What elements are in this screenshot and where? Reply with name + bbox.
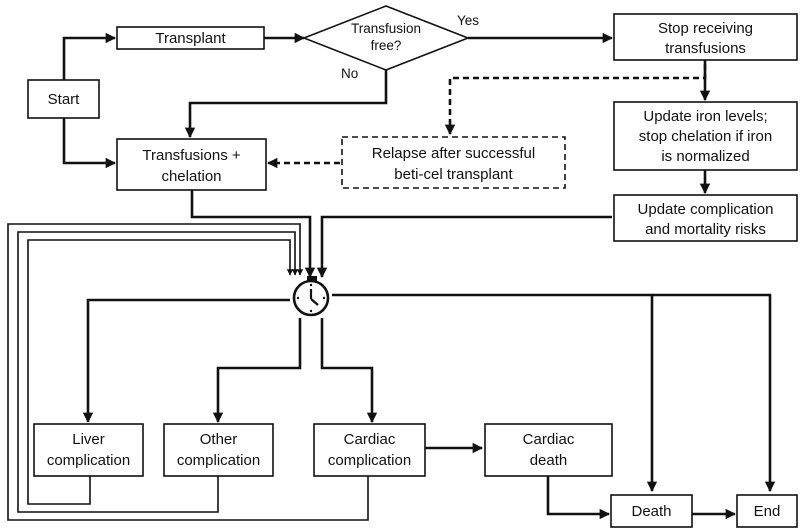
cardiac-line2: complication [328, 452, 411, 469]
chelation-line1: Transfusions + [142, 147, 240, 164]
transfusions-chelation-node: Transfusions + chelation [116, 138, 267, 191]
liver-line1: Liver [72, 431, 105, 448]
edge-cardiac-feedback [7, 223, 369, 521]
cardiac-death-line1: Cardiac [523, 431, 575, 448]
decision-label-line2: free? [371, 38, 402, 53]
edge-start-chelation [62, 118, 117, 169]
edge-timer-cardiac [320, 318, 378, 424]
edge-stop-relapse [444, 64, 707, 136]
transplant-label: Transplant [155, 30, 226, 47]
relapse-line1: Relapse after successful [372, 145, 535, 162]
update-iron-line1: Update iron levels; [643, 108, 767, 125]
other-line2: complication [177, 452, 260, 469]
update-iron-line2: stop chelation if iron [639, 128, 772, 145]
death-node: Death [610, 494, 693, 528]
cardiac-death-line2: death [530, 452, 568, 469]
edge-timer-other [212, 318, 302, 424]
edge-liver-feedback [27, 239, 294, 505]
start-label: Start [48, 91, 81, 108]
edge-other-feedback [17, 231, 299, 513]
chelation-line2: chelation [161, 168, 221, 185]
update-complication-line2: and mortality risks [645, 221, 766, 238]
edge-complication-timer [316, 215, 612, 279]
edge-cardiacdeath-death [546, 476, 611, 520]
transplant-node: Transplant [116, 26, 265, 50]
update-complication-node: Update complication and mortality risks [613, 194, 798, 242]
edge-chelation-timer [190, 190, 316, 279]
update-iron-node: Update iron levels; stop chelation if ir… [613, 101, 798, 171]
cardiac-line1: Cardiac [344, 431, 396, 448]
end-node: End [736, 494, 798, 528]
other-line1: Other [200, 431, 238, 448]
decision-label-line1: Transfusion [351, 21, 421, 36]
edge-timer-end [652, 293, 776, 493]
stop-receiving-line1: Stop receiving [658, 20, 753, 37]
stopwatch-icon [292, 276, 330, 317]
transfusion-free-decision: Transfusion free? [301, 5, 471, 71]
cardiac-death-node: Cardiac death [484, 423, 613, 477]
liver-line2: complication [47, 452, 130, 469]
relapse-line2: beti-cel transplant [394, 166, 513, 183]
stop-receiving-node: Stop receiving transfusions [613, 13, 798, 61]
no-label: No [341, 66, 358, 81]
death-label: Death [631, 503, 671, 520]
relapse-node: Relapse after successful beti-cel transp… [341, 136, 566, 189]
end-label: End [754, 503, 781, 520]
yes-label: Yes [457, 13, 479, 28]
edge-timer-liver [82, 298, 290, 424]
start-node: Start [27, 79, 100, 119]
edge-start-transplant [62, 32, 117, 80]
liver-complication-node: Liver complication [33, 423, 144, 477]
update-complication-line1: Update complication [638, 201, 774, 218]
edge-decision-no [184, 70, 388, 139]
update-iron-line3: is normalized [661, 148, 749, 165]
cardiac-complication-node: Cardiac complication [313, 423, 426, 477]
stop-receiving-line2: transfusions [665, 40, 746, 57]
other-complication-node: Other complication [163, 423, 274, 477]
